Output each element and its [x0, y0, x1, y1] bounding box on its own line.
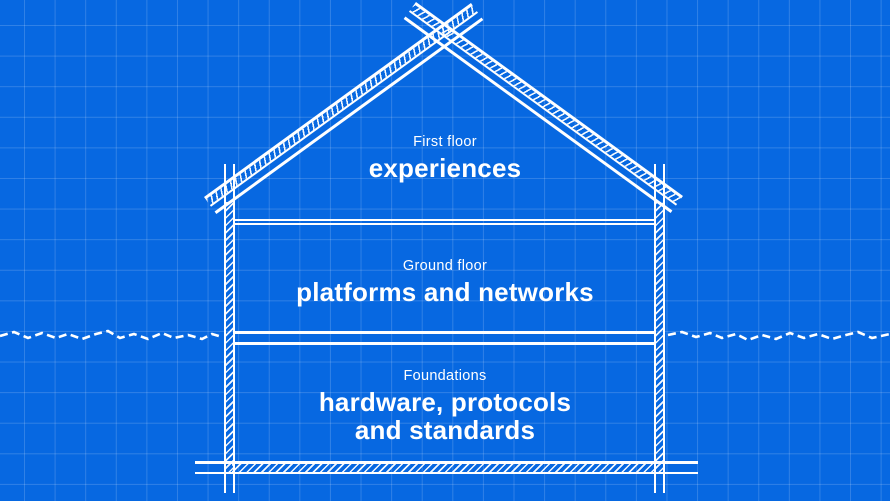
- wall-right-top-stub: [654, 164, 665, 202]
- ground-break-line-left: [0, 329, 890, 342]
- roof-soffit-line: [403, 16, 673, 213]
- wall-left: [224, 202, 235, 474]
- floor-line-upper: [234, 222, 655, 226]
- floor-title: hardware, protocols and standards: [318, 387, 572, 445]
- wall-right: [654, 202, 665, 474]
- foundation-top-line: [195, 461, 698, 464]
- floor-section-ground-floor: Ground floor platforms and networks: [205, 257, 685, 306]
- floor-label: Foundations: [403, 368, 487, 384]
- floor-line-lower: [234, 342, 655, 345]
- floor-label: First floor: [413, 134, 477, 150]
- wall-right-bottom-stub: [654, 474, 665, 493]
- wall-left-top-stub: [224, 164, 235, 202]
- floor-section-foundations: Foundations hardware, protocols and stan…: [205, 367, 685, 444]
- floor-line-lower: [234, 331, 655, 334]
- floor-section-first-floor: First floor experiences: [205, 133, 685, 182]
- floor-line-upper: [234, 219, 655, 221]
- wall-left-bottom-stub: [224, 474, 235, 493]
- floor-title: experiences: [368, 153, 522, 183]
- foundation-hatch: [232, 463, 658, 472]
- floor-label: Ground floor: [402, 258, 488, 274]
- foundation-bottom-line: [195, 471, 698, 475]
- ground-break-line-right: [667, 330, 890, 342]
- floor-title: platforms and networks: [296, 277, 594, 307]
